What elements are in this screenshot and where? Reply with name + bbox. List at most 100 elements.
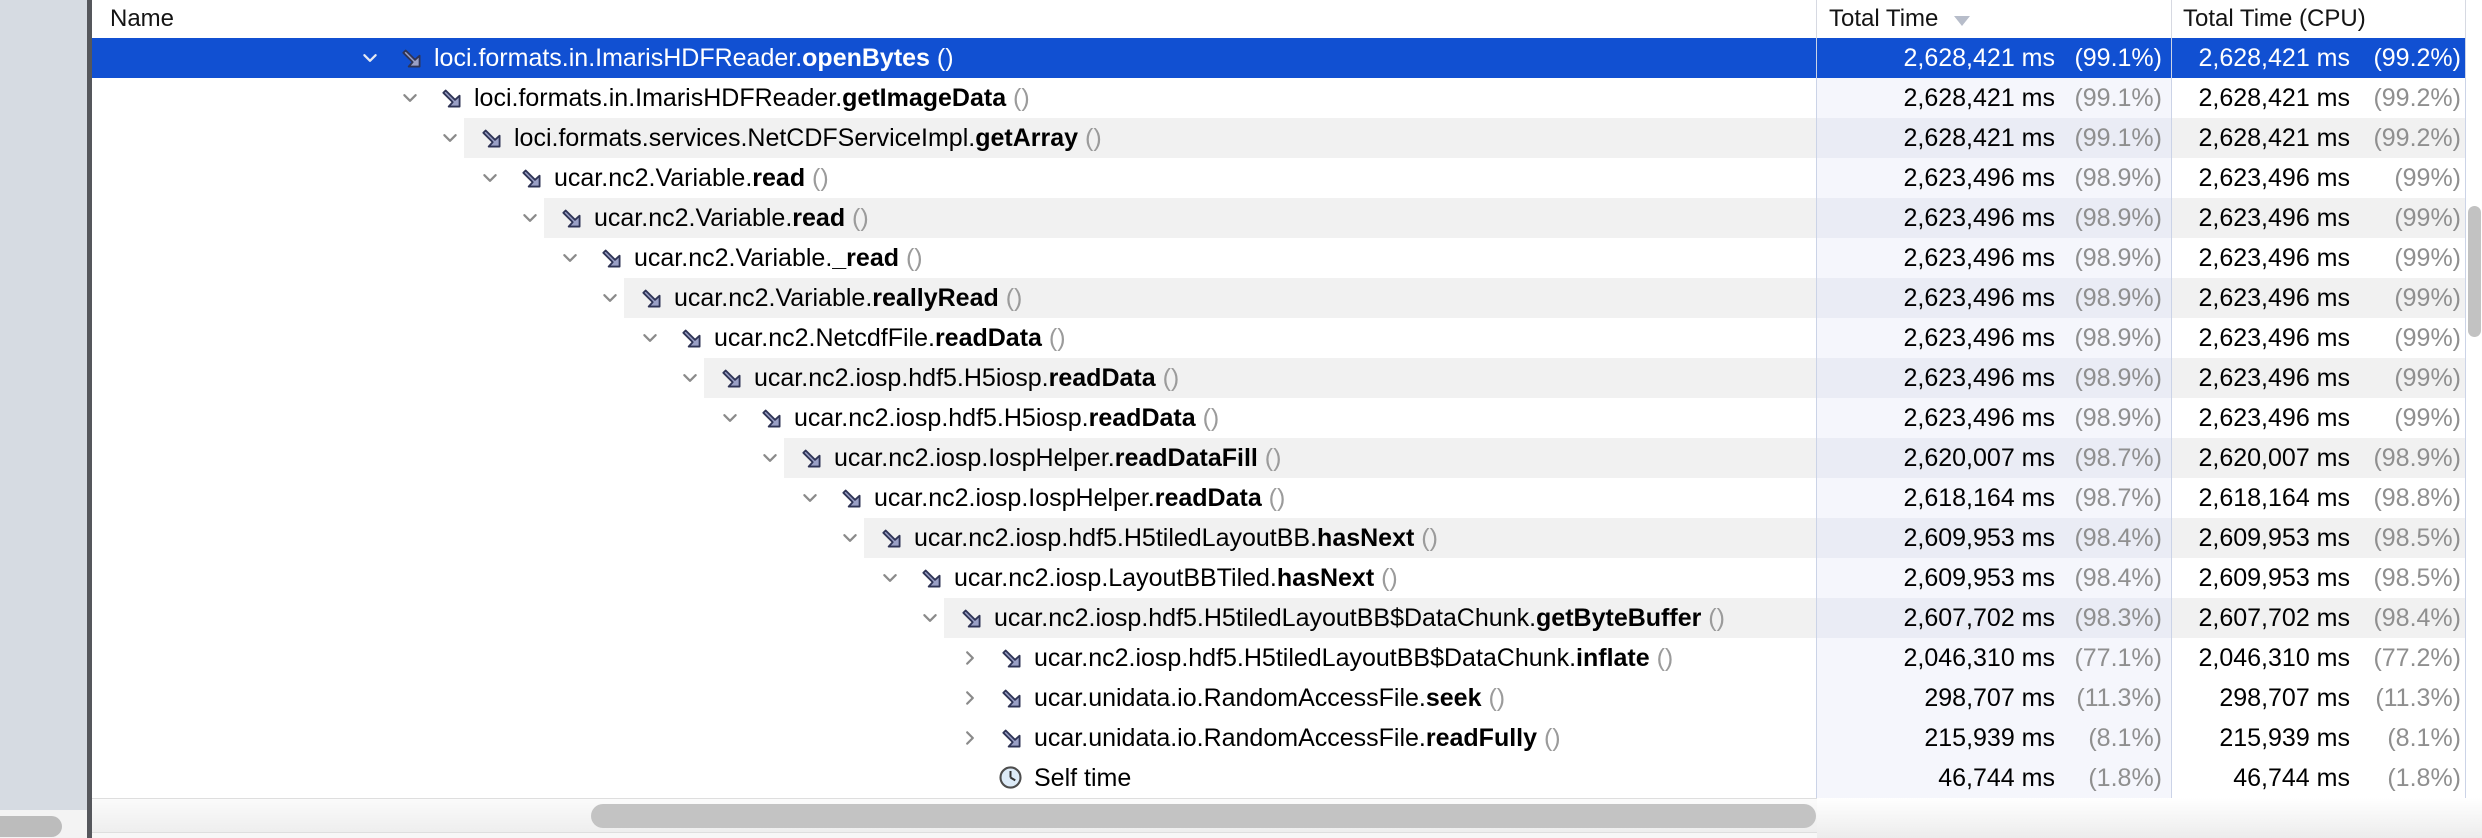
call-arrow-icon <box>718 365 744 391</box>
total-time-percent: (98.4%) <box>2074 563 2162 592</box>
table-row[interactable]: loci.formats.in.ImarisHDFReader.getImage… <box>92 78 2466 118</box>
chevron-right-icon[interactable] <box>960 688 980 708</box>
column-header-name-label: Name <box>110 5 175 32</box>
table-row[interactable]: ucar.nc2.iosp.hdf5.H5tiledLayoutBB$DataC… <box>92 638 2466 678</box>
tree-node: ucar.nc2.iosp.LayoutBBTiled.hasNext () <box>92 558 1816 598</box>
table-row[interactable]: ucar.nc2.iosp.IospHelper.readDataFill ()… <box>92 438 2466 478</box>
total-time-percent: (77.1%) <box>2074 643 2162 672</box>
table-row[interactable]: ucar.nc2.Variable.read () 2,623,496 ms (… <box>92 158 2466 198</box>
table-row[interactable]: ucar.nc2.iosp.hdf5.H5iosp.readData () 2,… <box>92 398 2466 438</box>
total-time-cpu-cell: 2,623,496 ms (99%) <box>2172 158 2466 198</box>
table-row[interactable]: ucar.nc2.Variable.reallyRead () 2,623,49… <box>92 278 2466 318</box>
table-row[interactable]: ucar.nc2.Variable.read () 2,623,496 ms (… <box>92 198 2466 238</box>
chevron-right-icon[interactable] <box>960 648 980 668</box>
total-time-percent: (98.9%) <box>2074 163 2162 192</box>
name-cell: ucar.nc2.Variable.read () <box>92 158 1817 198</box>
total-time-value: 2,046,310 ms <box>1903 643 2056 672</box>
table-row[interactable]: ucar.nc2.iosp.hdf5.H5iosp.readData () 2,… <box>92 358 2466 398</box>
clock-icon <box>998 765 1024 791</box>
total-time-cpu-value: 2,623,496 ms <box>2198 363 2351 392</box>
panel-splitter[interactable] <box>87 0 92 838</box>
method-name: readData <box>1048 363 1156 392</box>
table-row[interactable]: ucar.nc2.iosp.IospHelper.readData () 2,6… <box>92 478 2466 518</box>
total-time-value: 2,623,496 ms <box>1903 363 2056 392</box>
chevron-down-icon[interactable] <box>760 448 780 468</box>
tree-node: ucar.nc2.Variable.reallyRead () <box>92 278 1816 318</box>
table-row[interactable]: ucar.nc2.iosp.hdf5.H5tiledLayoutBB.hasNe… <box>92 518 2466 558</box>
chevron-down-icon[interactable] <box>680 368 700 388</box>
total-time-cpu-value: 298,707 ms <box>2219 683 2350 712</box>
total-time-percent: (98.9%) <box>2074 363 2162 392</box>
method-name: readData <box>934 323 1042 352</box>
method-name: readData <box>1154 483 1262 512</box>
name-cell: ucar.nc2.iosp.hdf5.H5iosp.readData () <box>92 358 1817 398</box>
table-row[interactable]: Self time 46,744 ms (1.8%) 46,744 ms (1.… <box>92 758 2466 798</box>
chevron-down-icon[interactable] <box>560 248 580 268</box>
method-name: readDataFill <box>1114 443 1258 472</box>
method-label: ucar.nc2.iosp.hdf5.H5iosp.readData () <box>794 404 1219 433</box>
total-time-value: 2,623,496 ms <box>1903 203 2056 232</box>
method-name: getImageData <box>842 83 1007 112</box>
total-time-percent: (98.7%) <box>2074 483 2162 512</box>
total-time-cell: 2,618,164 ms (98.7%) <box>1817 478 2172 518</box>
total-time-cell: 298,707 ms (11.3%) <box>1817 678 2172 718</box>
total-time-cpu-cell: 2,607,702 ms (98.4%) <box>2172 598 2466 638</box>
method-label: ucar.nc2.iosp.LayoutBBTiled.hasNext () <box>954 564 1398 593</box>
chevron-down-icon[interactable] <box>600 288 620 308</box>
table-row[interactable]: loci.formats.services.NetCDFServiceImpl.… <box>92 118 2466 158</box>
chevron-down-icon[interactable] <box>800 488 820 508</box>
method-label: ucar.unidata.io.RandomAccessFile.readFul… <box>1034 724 1561 753</box>
total-time-cpu-percent: (99%) <box>2394 163 2461 192</box>
method-args: () <box>1414 523 1438 552</box>
horizontal-scrollbar-thumb[interactable] <box>591 804 1816 828</box>
chevron-down-icon[interactable] <box>880 568 900 588</box>
bottom-strip <box>92 833 1817 838</box>
table-row[interactable]: ucar.nc2.iosp.hdf5.H5tiledLayoutBB$DataC… <box>92 598 2466 638</box>
chevron-down-icon[interactable] <box>440 128 460 148</box>
total-time-percent: (99.1%) <box>2074 83 2162 112</box>
total-time-value: 2,628,421 ms <box>1903 43 2056 72</box>
total-time-percent: (98.9%) <box>2074 283 2162 312</box>
horizontal-scrollbar-track[interactable] <box>92 798 1817 833</box>
method-label: ucar.nc2.NetcdfFile.readData () <box>714 324 1066 353</box>
chevron-right-icon[interactable] <box>960 728 980 748</box>
call-arrow-icon <box>638 285 664 311</box>
chevron-down-icon[interactable] <box>720 408 740 428</box>
method-name: getArray <box>975 123 1079 152</box>
left-panel-scrollbar-thumb[interactable] <box>0 816 62 837</box>
call-arrow-icon <box>958 605 984 631</box>
method-prefix: ucar.nc2.iosp.hdf5.H5iosp. <box>754 363 1049 392</box>
column-header-total-time-cpu[interactable]: Total Time (CPU) <box>2172 0 2466 38</box>
table-row[interactable]: ucar.nc2.Variable._read () 2,623,496 ms … <box>92 238 2466 278</box>
table-row[interactable]: loci.formats.in.ImarisHDFReader.openByte… <box>92 38 2466 78</box>
column-header-total-time[interactable]: Total Time <box>1817 0 2172 38</box>
total-time-value: 2,628,421 ms <box>1903 83 2056 112</box>
total-time-cpu-value: 2,620,007 ms <box>2198 443 2351 472</box>
chevron-down-icon[interactable] <box>840 528 860 548</box>
chevron-down-icon[interactable] <box>520 208 540 228</box>
tree-node: ucar.nc2.iosp.IospHelper.readDataFill () <box>92 438 1816 478</box>
method-args: () <box>845 203 869 232</box>
method-prefix: ucar.nc2.iosp.hdf5.H5tiledLayoutBB$DataC… <box>1034 643 1577 672</box>
column-header-name[interactable]: Name <box>92 0 1817 38</box>
table-row[interactable]: ucar.nc2.NetcdfFile.readData () 2,623,49… <box>92 318 2466 358</box>
total-time-value: 46,744 ms <box>1938 763 2055 792</box>
table-row[interactable]: ucar.unidata.io.RandomAccessFile.readFul… <box>92 718 2466 758</box>
chevron-down-icon[interactable] <box>920 608 940 628</box>
table-row[interactable]: ucar.unidata.io.RandomAccessFile.seek ()… <box>92 678 2466 718</box>
chevron-down-icon[interactable] <box>360 48 380 68</box>
tree-node: ucar.nc2.NetcdfFile.readData () <box>92 318 1816 358</box>
method-args: () <box>1374 563 1398 592</box>
chevron-down-icon[interactable] <box>640 328 660 348</box>
total-time-percent: (99.1%) <box>2074 43 2162 72</box>
vertical-scrollbar-thumb[interactable] <box>2468 206 2481 337</box>
table-row[interactable]: ucar.nc2.iosp.LayoutBBTiled.hasNext () 2… <box>92 558 2466 598</box>
method-prefix: ucar.nc2.iosp.hdf5.H5tiledLayoutBB$DataC… <box>994 603 1537 632</box>
method-name: hasNext <box>1317 523 1415 552</box>
chevron-down-icon[interactable] <box>480 168 500 188</box>
method-prefix: ucar.nc2.Variable. <box>594 203 793 232</box>
total-time-cpu-percent: (98.9%) <box>2373 443 2461 472</box>
total-time-value: 2,623,496 ms <box>1903 283 2056 312</box>
call-arrow-icon <box>438 85 464 111</box>
chevron-down-icon[interactable] <box>400 88 420 108</box>
